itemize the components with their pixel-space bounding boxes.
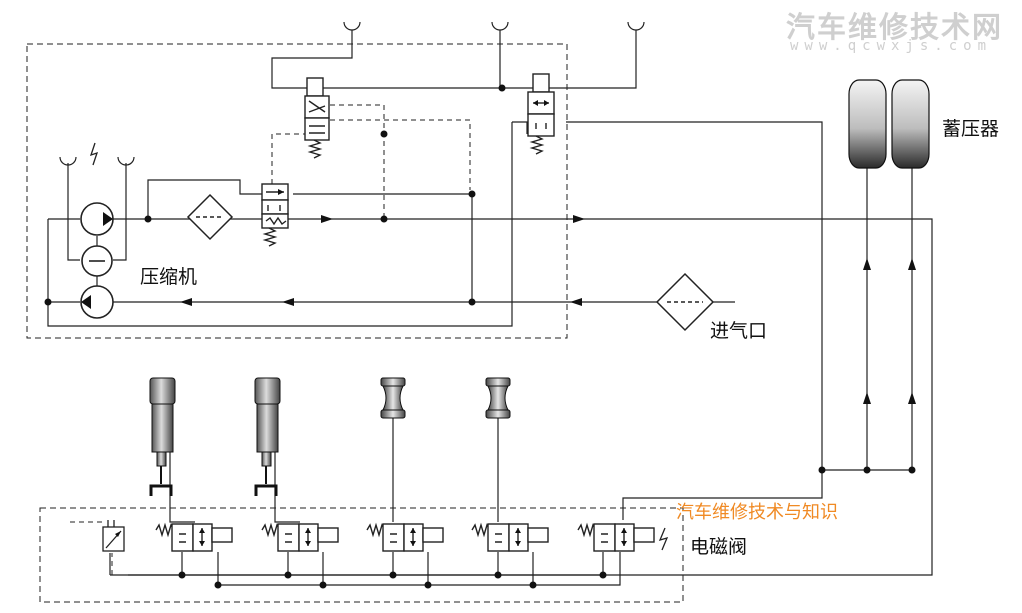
solenoid-valve-4 (471, 522, 549, 552)
solenoid-bolt-icon (658, 527, 669, 551)
reservoir-tank-right (891, 79, 930, 169)
watermark-url: www.qcwxjs.com (790, 38, 993, 54)
rear-air-bellow-left (380, 377, 406, 419)
air-intake-filter (655, 272, 715, 332)
exhaust-valve (527, 73, 555, 155)
solenoid-valve-3 (366, 522, 444, 552)
check-valve-block (261, 183, 289, 247)
compressor-motor (81, 245, 113, 277)
solenoid-valve-5 (577, 522, 655, 552)
junction-dots (44, 84, 916, 589)
compressor-pump-upper (80, 202, 114, 236)
pilot-valve-upper (304, 77, 330, 159)
rear-air-bellow-right (485, 377, 511, 419)
reservoir-label: 蓄压器 (942, 118, 1000, 140)
pressure-port-cups (59, 21, 645, 166)
compressor-label: 压缩机 (140, 266, 198, 288)
compressor-unit-boundary (26, 43, 568, 339)
compressor-pump-lower (80, 285, 114, 319)
solenoid-valve-2 (261, 522, 339, 552)
front-air-strut-left (149, 377, 176, 496)
flow-arrows (180, 215, 916, 404)
watermark-overlay-text: 汽车维修技术与知识 (676, 502, 838, 523)
front-air-strut-right (254, 377, 281, 496)
solenoid-valve-block-boundary (39, 507, 684, 603)
pipe-lines (47, 30, 933, 586)
watermark-title: 汽车维修技术网 (786, 10, 1004, 44)
solenoid-valve-label: 电磁阀 (690, 536, 748, 558)
reservoir-tank-left (848, 79, 887, 169)
air-inlet-label: 进气口 (710, 320, 768, 342)
solenoid-valve-1 (155, 522, 233, 552)
pressure-sensor (102, 520, 125, 552)
pilot-lines (70, 104, 471, 576)
air-dryer (186, 193, 234, 241)
electric-bolt-icon (89, 142, 99, 166)
